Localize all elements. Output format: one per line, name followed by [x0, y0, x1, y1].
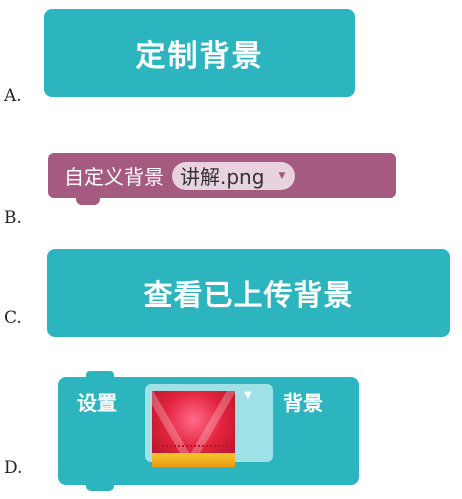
block-top-tab — [86, 371, 114, 379]
customize-background-button[interactable]: 定制背景 — [44, 9, 355, 97]
block-notch — [76, 195, 100, 205]
option-b-letter: B. — [4, 208, 22, 228]
view-uploaded-backgrounds-button[interactable]: 查看已上传背景 — [47, 249, 450, 337]
dropdown-arrow-icon: ▼ — [244, 390, 252, 401]
background-thumbnail-icon — [152, 391, 235, 467]
customize-background-label: 定制背景 — [135, 39, 264, 74]
option-a-letter: A. — [4, 86, 22, 106]
custom-background-block[interactable]: 自定义背景 讲解.png ▼ — [48, 153, 396, 205]
option-d-letter: D. — [4, 458, 23, 478]
dropdown-arrow-icon: ▼ — [278, 170, 286, 181]
background-label: 背景 — [283, 391, 323, 415]
background-file-value: 讲解.png — [180, 165, 265, 189]
block-notch — [86, 482, 114, 491]
set-label: 设置 — [77, 391, 117, 415]
background-image-picker[interactable]: ▼ — [145, 384, 273, 467]
option-c-letter: C. — [4, 308, 22, 328]
view-uploaded-backgrounds-label: 查看已上传背景 — [143, 278, 354, 312]
background-file-dropdown[interactable]: 讲解.png ▼ — [172, 161, 296, 190]
set-background-block[interactable]: 设置 ▼ 背景 — [58, 371, 359, 491]
custom-background-label: 自定义背景 — [64, 165, 164, 189]
